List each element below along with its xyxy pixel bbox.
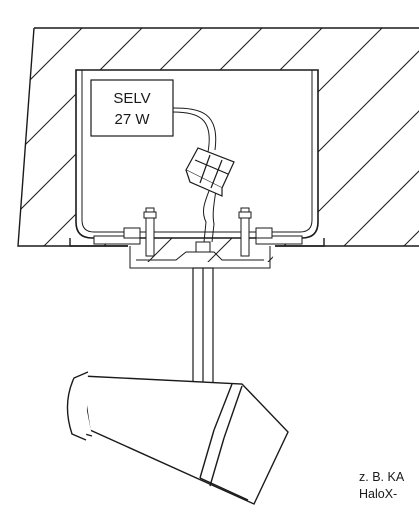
driver-box: SELV 27 W xyxy=(90,79,174,137)
pendant-rod xyxy=(192,267,214,387)
caption: z. B. KA HaloX- xyxy=(359,469,419,503)
caption-line1: z. B. KA xyxy=(359,470,405,484)
cables xyxy=(172,107,217,243)
driver-label-line2: 27 W xyxy=(114,111,150,128)
caption-line2: HaloX- xyxy=(359,487,398,501)
spotlight-head xyxy=(66,371,289,505)
driver-label-line1: SELV xyxy=(113,90,150,107)
terminal-connector xyxy=(185,147,235,197)
mounting-brackets xyxy=(93,207,303,269)
